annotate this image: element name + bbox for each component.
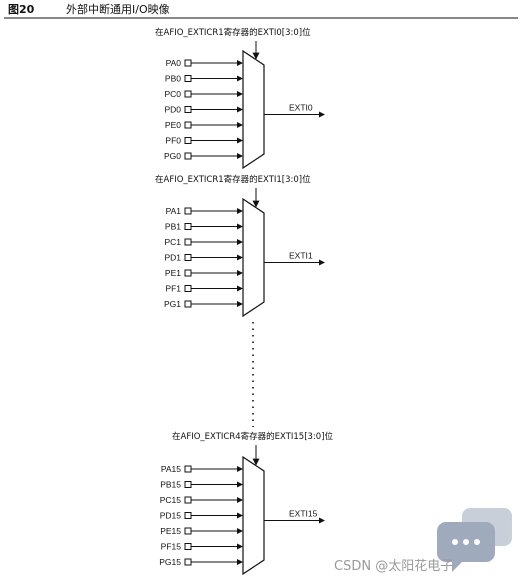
port-label: PD1 (164, 253, 181, 263)
input-arrowhead (237, 60, 243, 66)
output-arrowhead (319, 111, 325, 118)
input-arrowhead (237, 528, 243, 534)
port-pin (184, 558, 192, 566)
port-pin (184, 137, 192, 144)
register-label: 在AFIO_EXTICR1寄存器的EXTI0[3:0]位 (155, 27, 311, 38)
watermark: CSDN @太阳花电子 (334, 508, 512, 574)
port-label: PF1 (165, 284, 181, 294)
port-pin (184, 121, 192, 129)
figure-number: 图20 (8, 3, 35, 16)
input-arrowhead (237, 543, 243, 550)
port-pin (184, 481, 192, 488)
input-arrowhead (237, 301, 243, 307)
input-arrowhead (237, 481, 243, 488)
output-label: EXTI0 (289, 103, 313, 113)
port-label: PB15 (160, 480, 181, 490)
output-label: EXTI15 (289, 509, 318, 519)
port-label: PA15 (161, 464, 181, 474)
input-arrowhead (237, 137, 243, 144)
port-label: PE0 (165, 120, 181, 130)
port-pin (184, 238, 192, 246)
port-label: PB0 (165, 74, 181, 84)
port-pin (184, 75, 192, 82)
input-arrowhead (237, 270, 243, 276)
chat-bubble-logo-icon (437, 508, 512, 572)
port-label: PF0 (165, 136, 181, 146)
multiplexer (242, 49, 265, 170)
port-pin (184, 512, 192, 519)
mux-group-exti0: 在AFIO_EXTICR1寄存器的EXTI0[3:0]位 PA0PB0PC0PD0… (155, 27, 325, 170)
port-label: PA1 (166, 206, 182, 216)
output-arrowhead (319, 259, 325, 266)
port-label: PD15 (160, 511, 182, 521)
port-pin (184, 59, 192, 67)
port-label: PC0 (164, 89, 181, 99)
input-arrowhead (237, 466, 243, 472)
select-arrowhead (252, 458, 260, 466)
mux-layer: 在AFIO_EXTICR1寄存器的EXTI0[3:0]位 PA0PB0PC0PD0… (155, 27, 334, 576)
port-label: PE1 (165, 268, 181, 278)
input-arrowhead (237, 285, 243, 292)
output-label: EXTI1 (289, 251, 313, 261)
mux-group-exti15: 在AFIO_EXTICR4寄存器的EXTI15[3:0]位 PA15PB15PC1… (159, 431, 334, 576)
input-arrowhead (237, 223, 243, 230)
input-arrowhead (237, 208, 243, 214)
port-label: PC15 (160, 495, 182, 505)
watermark-text: CSDN @太阳花电子 (334, 558, 453, 574)
input-arrowhead (237, 497, 243, 503)
port-pin (184, 223, 192, 230)
port-label: PD0 (164, 105, 181, 115)
input-arrowhead (237, 75, 243, 82)
port-pin (184, 527, 192, 535)
port-pin (184, 254, 192, 261)
port-label: PB1 (165, 222, 181, 232)
multiplexer (242, 455, 265, 576)
port-pin (184, 207, 192, 215)
port-label: PA0 (166, 58, 182, 68)
input-arrowhead (237, 559, 243, 565)
select-arrowhead (252, 200, 260, 208)
port-label: PC1 (164, 237, 181, 247)
port-pin (184, 285, 192, 292)
multiplexer (242, 197, 265, 318)
input-arrowhead (237, 122, 243, 128)
figure-title: 外部中断通用I/O映像 (66, 2, 170, 16)
mux-group-exti1: 在AFIO_EXTICR1寄存器的EXTI1[3:0]位 PA1PB1PC1PD1… (155, 174, 325, 318)
port-pin (184, 90, 192, 98)
port-label: PF15 (161, 542, 182, 552)
input-arrowhead (237, 91, 243, 97)
figure-caption: 图20 外部中断通用I/O映像 (4, 2, 518, 19)
port-pin (184, 152, 192, 160)
input-arrowhead (237, 239, 243, 245)
port-pin (184, 300, 192, 308)
port-pin (184, 496, 192, 504)
input-arrowhead (237, 153, 243, 159)
register-label: 在AFIO_EXTICR1寄存器的EXTI1[3:0]位 (155, 174, 311, 185)
port-label: PG15 (159, 557, 181, 567)
input-arrowhead (237, 106, 243, 113)
port-label: PG1 (164, 299, 181, 309)
port-pin (184, 106, 192, 113)
select-arrowhead (252, 52, 260, 60)
port-pin (184, 269, 192, 277)
port-pin (184, 543, 192, 550)
output-arrowhead (319, 517, 325, 524)
port-label: PG0 (164, 151, 181, 161)
port-label: PE15 (160, 526, 181, 536)
input-arrowhead (237, 512, 243, 519)
register-label: 在AFIO_EXTICR4寄存器的EXTI15[3:0]位 (172, 431, 334, 442)
input-arrowhead (237, 254, 243, 261)
port-pin (184, 465, 192, 473)
